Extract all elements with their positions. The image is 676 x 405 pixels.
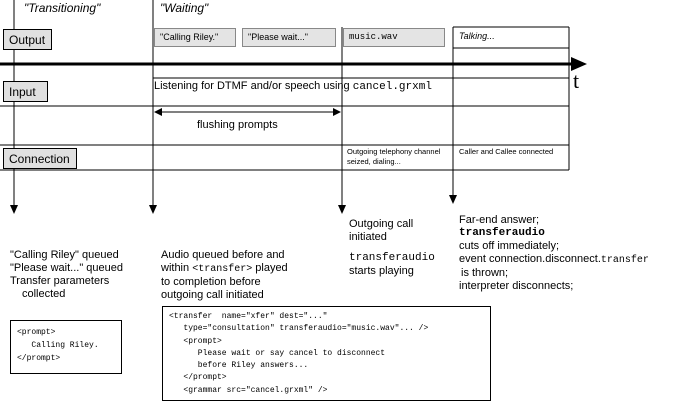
phase-label-waiting: "Waiting" <box>160 1 209 15</box>
note-call-transferaudio: transferaudio <box>349 252 435 264</box>
code-line: </prompt> <box>17 354 61 363</box>
note-waiting-text: played <box>252 262 288 274</box>
note-call-line: Outgoing call <box>349 218 414 230</box>
connection-caller-connected: Caller and Callee connected <box>459 147 554 156</box>
note-transitioning-line: collected <box>22 288 66 300</box>
note-far-end-event-suffix: transfer <box>600 255 649 266</box>
code-line: type="consultation" transferaudio="music… <box>169 324 429 334</box>
note-call-line: starts playing <box>349 265 414 277</box>
note-far-end-line: Far-end answer; <box>459 214 540 226</box>
code-line: <grammar src="cancel.grxml" /> <box>169 385 328 395</box>
note-far-end-line: cuts off immediately; <box>459 240 560 252</box>
lane-label-input: Input <box>3 81 48 102</box>
note-far-end-transferaudio: transferaudio <box>459 227 545 239</box>
input-grammar-file: cancel.grxml <box>352 81 432 93</box>
prompt-please-wait: "Please wait..." <box>242 28 336 47</box>
note-waiting: Audio queued before and within <transfer… <box>161 249 288 302</box>
note-waiting-line: outgoing call initiated <box>161 289 264 301</box>
input-listening-text: Listening for DTMF and/or speech using c… <box>154 80 432 93</box>
code-line: Please wait or say cancel to disconnect <box>169 348 386 358</box>
note-far-end: Far-end answer; transferaudio cuts off i… <box>459 214 649 293</box>
note-far-end-event: event connection.disconnect. <box>459 253 601 265</box>
note-waiting-text: within <box>161 262 193 274</box>
note-call-initiated: Outgoing call initiated transferaudio st… <box>349 218 435 278</box>
code-line: <prompt> <box>17 328 56 337</box>
code-line: before Riley answers... <box>169 361 309 371</box>
phase-label-transitioning: "Transitioning" <box>24 1 101 15</box>
event-arrow-transitioning <box>10 205 18 214</box>
event-arrow-far-end <box>449 195 457 204</box>
time-axis-label: t <box>573 68 580 93</box>
lane-label-connection: Connection <box>3 148 77 169</box>
flushing-prompts-label: flushing prompts <box>197 119 278 131</box>
input-listening-prefix: Listening for DTMF and/or speech using <box>154 80 353 92</box>
time-axis-arrowhead <box>571 57 587 71</box>
output-talking: Talking... <box>459 31 495 41</box>
transfer-tag: <transfer> <box>192 264 253 275</box>
note-transitioning-line: Transfer parameters <box>10 275 110 287</box>
event-arrow-waiting <box>149 205 157 214</box>
code-line: <prompt> <box>169 336 222 346</box>
note-waiting-line: Audio queued before and <box>161 249 285 261</box>
code-line: <transfer name="xfer" dest="..." <box>169 312 328 321</box>
note-transitioning-line: "Calling Riley" queued <box>10 249 119 261</box>
note-transitioning: "Calling Riley" queued "Please wait..." … <box>10 249 123 301</box>
note-call-line: initiated <box>349 231 387 243</box>
code-line: </prompt> <box>169 373 227 383</box>
prompt-calling-riley: "Calling Riley." <box>154 28 236 47</box>
code-transfer-snippet: <transfer name="xfer" dest="..." type="c… <box>162 306 491 401</box>
prompt-music-wav: music.wav <box>343 28 445 47</box>
code-prompt-snippet: <prompt> Calling Riley. </prompt> <box>10 320 122 374</box>
note-waiting-line: within <transfer> played <box>161 262 288 276</box>
note-waiting-line: to completion before <box>161 276 261 288</box>
note-far-end-line: is thrown; <box>461 267 509 279</box>
note-transitioning-line: "Please wait..." queued <box>10 262 123 274</box>
lane-label-output: Output <box>3 29 52 50</box>
flushing-arrow-right <box>333 108 341 116</box>
note-far-end-line: event connection.disconnect.transfer <box>459 253 649 267</box>
flushing-arrow-left <box>154 108 162 116</box>
code-line: Calling Riley. <box>17 341 99 350</box>
connection-outgoing-seized: Outgoing telephony channel seized, diali… <box>347 147 441 166</box>
event-arrow-call-initiated <box>338 205 346 214</box>
note-far-end-line: interpreter disconnects; <box>459 280 574 292</box>
